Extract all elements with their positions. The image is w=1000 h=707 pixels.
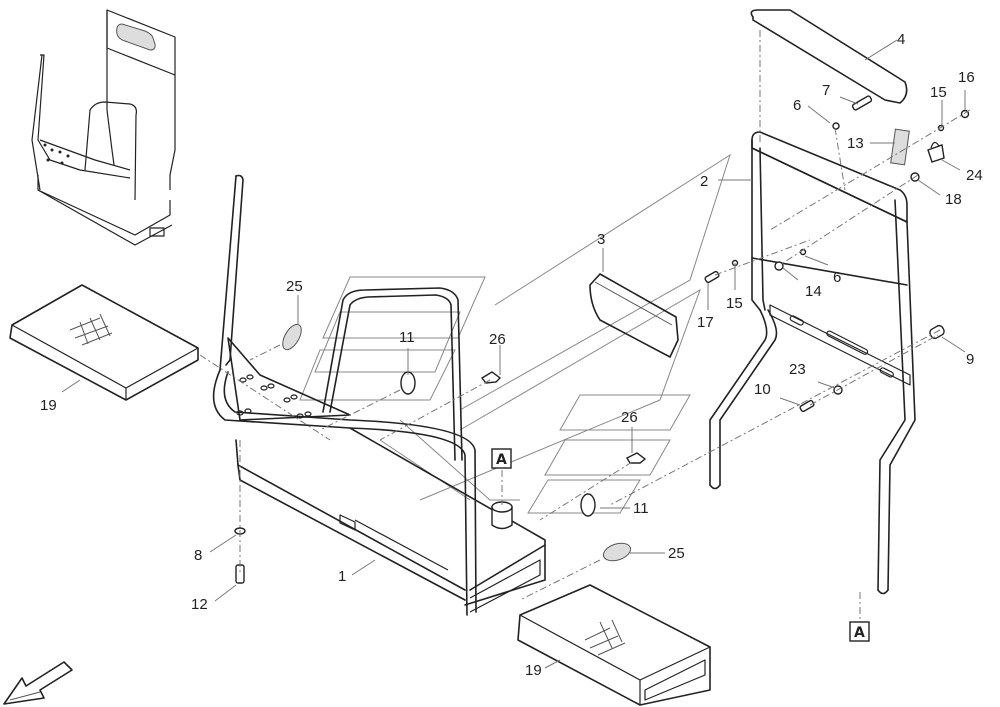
callout-15b: 15 [726, 295, 743, 312]
callout-11b: 11 [633, 500, 649, 517]
callout-18: 18 [945, 191, 962, 208]
callout-16: 16 [958, 69, 975, 86]
callout-11a: 11 [399, 329, 415, 346]
callout-15a: 15 [930, 84, 947, 101]
guide-planes [299, 153, 731, 514]
callout-24: 24 [966, 167, 983, 184]
step-tread-bottom [517, 584, 711, 706]
callout-4: 4 [897, 31, 905, 48]
callout-3: 3 [597, 231, 605, 248]
connection-marker-a-frame: A [491, 448, 512, 469]
callout-26a: 26 [489, 331, 506, 348]
direction-arrow-icon [3, 661, 73, 705]
rear-backrest-frame [709, 131, 916, 595]
callout-12: 12 [191, 596, 208, 613]
callout-6a: 6 [793, 97, 801, 114]
callout-1: 1 [338, 568, 346, 585]
callout-10: 10 [754, 381, 771, 398]
leader-lines [61, 39, 966, 669]
callout-2: 2 [700, 173, 708, 190]
marker-a-label: A [496, 452, 507, 468]
callout-14: 14 [805, 283, 822, 300]
callout-8: 8 [194, 547, 202, 564]
assembled-view-inset [31, 9, 176, 246]
hardware [234, 95, 970, 584]
callout-6b: 6 [833, 269, 841, 286]
callout-labels: 4 16 7 15 6 13 24 2 18 3 6 25 14 15 17 1… [40, 31, 983, 679]
plate-holes [236, 374, 312, 419]
callout-25b: 25 [668, 545, 685, 562]
connection-marker-a-backrest: A [849, 621, 870, 642]
callout-26b: 26 [621, 409, 638, 426]
step-tread-left [9, 284, 199, 401]
callout-17: 17 [697, 314, 714, 331]
callout-13: 13 [847, 135, 864, 152]
callout-7: 7 [822, 82, 830, 99]
marker-a-label: A [854, 625, 865, 641]
pad [589, 273, 679, 358]
main-step-frame [212, 174, 546, 616]
callout-19a: 19 [40, 397, 57, 414]
callout-19b: 19 [525, 662, 542, 679]
callout-23: 23 [789, 361, 806, 378]
callout-25a: 25 [286, 278, 303, 295]
top-cover [750, 9, 908, 145]
assembly-lines [199, 109, 971, 620]
callout-9: 9 [966, 351, 974, 368]
